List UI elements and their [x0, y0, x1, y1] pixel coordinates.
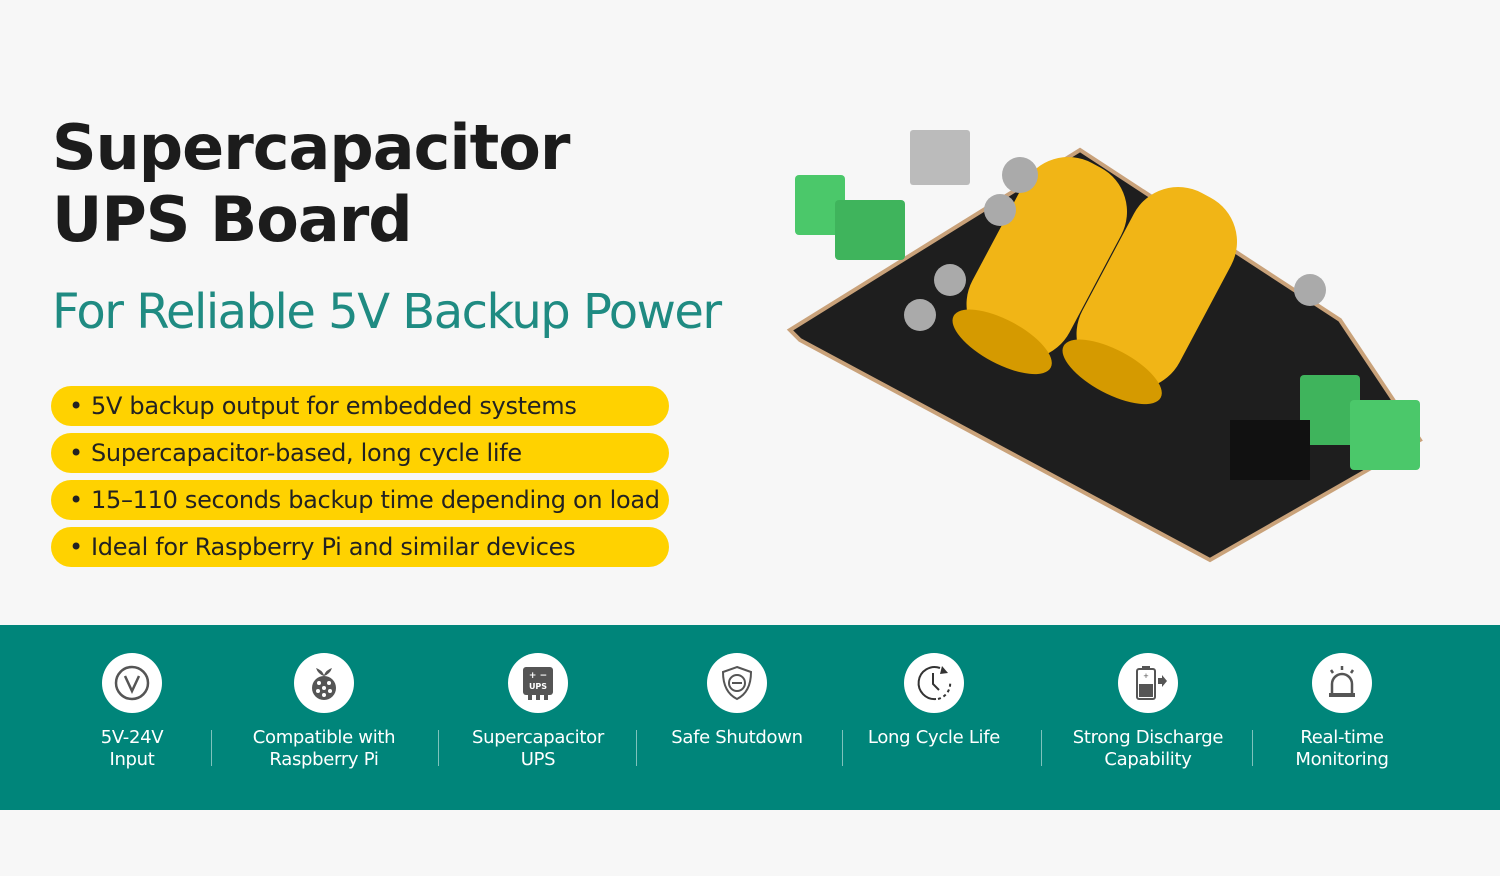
- divider: [636, 730, 637, 766]
- capacitor: [904, 299, 936, 331]
- terminal-block-left: [795, 175, 845, 235]
- feature-raspberry: Compatible with Raspberry Pi: [224, 653, 424, 771]
- svg-text:+: +: [1143, 671, 1148, 681]
- feature-monitoring: Real-time Monitoring: [1242, 653, 1442, 771]
- feature-label: Safe Shutdown: [671, 727, 803, 748]
- feature-input: 5V-24V Input: [32, 653, 232, 771]
- capacitor: [984, 194, 1016, 226]
- raspberry-pi-icon: [294, 653, 354, 713]
- feature-label: Supercapacitor UPS: [472, 727, 604, 770]
- supercapacitor: [1062, 187, 1237, 405]
- bullet-pill: • 15–110 seconds backup time depending on…: [51, 480, 669, 520]
- feature-shutdown: Safe Shutdown: [637, 653, 837, 749]
- feature-cycle: Long Cycle Life: [834, 653, 1034, 749]
- divider: [438, 730, 439, 766]
- capacitor: [934, 264, 966, 296]
- divider: [842, 730, 843, 766]
- feature-label: Real-time Monitoring: [1295, 727, 1389, 770]
- capacitor: [1002, 157, 1038, 193]
- title-line-2: UPS Board: [52, 183, 413, 256]
- shield-icon: [707, 653, 767, 713]
- bullet-text: Supercapacitor-based, long cycle life: [91, 439, 522, 467]
- subtitle: For Reliable 5V Backup Power: [52, 284, 722, 340]
- battery-discharge-icon: +: [1118, 653, 1178, 713]
- feature-label: Long Cycle Life: [867, 727, 1001, 748]
- divider: [1041, 730, 1042, 766]
- feature-band: 5V-24V Input Compatible with Raspberry P…: [0, 625, 1500, 810]
- svg-text:UPS: UPS: [529, 682, 547, 691]
- product-image: [786, 130, 1423, 563]
- feature-label: 5V-24V Input: [100, 727, 164, 770]
- bullet-pill: • Supercapacitor-based, long cycle life: [51, 433, 669, 473]
- supercapacitor: [952, 157, 1127, 375]
- bullet-text: Ideal for Raspberry Pi and similar devic…: [91, 533, 576, 561]
- feature-label: Strong Discharge Capability: [1072, 727, 1224, 770]
- bullet-pill: • Ideal for Raspberry Pi and similar devi…: [51, 527, 669, 567]
- capacitor: [1294, 274, 1326, 306]
- bullet-dot: •: [69, 392, 83, 420]
- feature-discharge: + Strong Discharge Capability: [1048, 653, 1248, 771]
- divider: [1252, 730, 1253, 766]
- ups-icon: + −UPS: [508, 653, 568, 713]
- usb-port: [910, 130, 970, 185]
- divider: [211, 730, 212, 766]
- title-line-1: Supercapacitor: [52, 111, 570, 184]
- voltage-icon: [102, 653, 162, 713]
- bullet-dot: •: [69, 439, 83, 467]
- bullet-dot: •: [69, 533, 83, 561]
- clock-cycle-icon: [904, 653, 964, 713]
- feature-label: Compatible with Raspberry Pi: [252, 727, 396, 770]
- terminal-block-right: [1350, 400, 1420, 470]
- terminal-block-left: [835, 200, 905, 260]
- bullet-text: 5V backup output for embedded systems: [91, 392, 577, 420]
- feature-ups: + −UPS Supercapacitor UPS: [438, 653, 638, 771]
- alarm-light-icon: [1312, 653, 1372, 713]
- bullet-text: 15–110 seconds backup time depending on …: [91, 486, 660, 514]
- bullet-dot: •: [69, 486, 83, 514]
- svg-text:+ −: + −: [529, 671, 547, 681]
- bullet-pill: • 5V backup output for embedded systems: [51, 386, 669, 426]
- dc-jack: [1230, 420, 1310, 480]
- terminal-block-right: [1300, 375, 1360, 445]
